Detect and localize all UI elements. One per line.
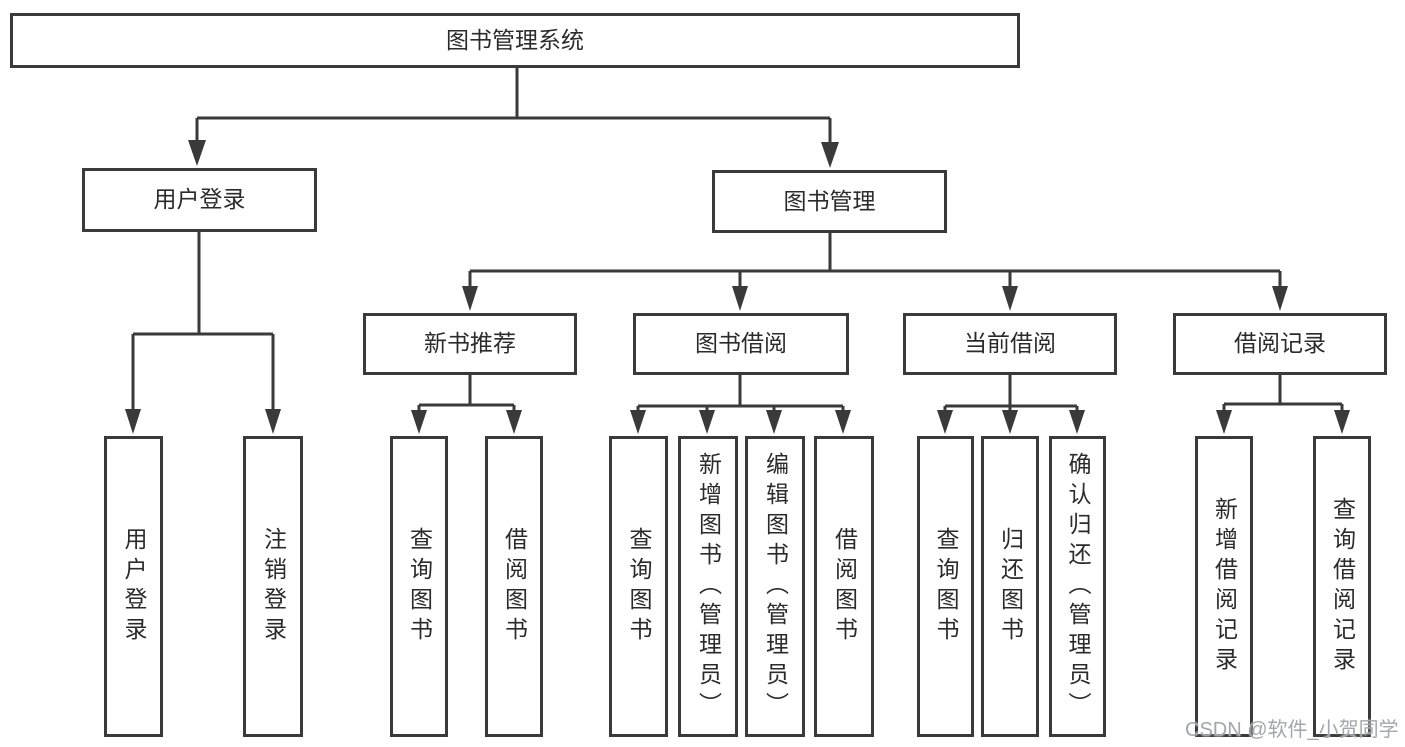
node-bb-borrow: 借阅图书 [814, 436, 874, 737]
branch-borrow-records [1216, 375, 1350, 434]
node-bb-query-label: 查询图书 [626, 526, 652, 647]
node-root: 图书管理系统 [10, 13, 1020, 68]
node-borrow-records-label: 借阅记录 [1234, 330, 1326, 357]
node-cb-query: 查询图书 [917, 436, 974, 737]
node-current-borrow: 当前借阅 [903, 313, 1117, 375]
branch-book-mgmt [462, 233, 1288, 311]
node-user-login-group-label: 用户登录 [153, 186, 246, 213]
node-new-book-rec-label: 新书推荐 [424, 330, 516, 357]
node-bb-borrow-label: 借阅图书 [831, 526, 858, 647]
node-br-query: 查询借阅记录 [1313, 436, 1371, 737]
node-nb-borrow: 借阅图书 [485, 436, 543, 737]
csdn-watermark: CSDN @软件_小贺同学 [1185, 719, 1399, 741]
node-br-add-label: 新增借阅记录 [1211, 496, 1238, 677]
node-nb-query: 查询图书 [390, 436, 448, 737]
node-book-mgmt: 图书管理 [712, 170, 947, 233]
node-nb-borrow-label: 借阅图书 [501, 526, 528, 647]
node-bb-edit: 编辑图书（管理员） [745, 436, 805, 737]
node-book-borrow: 图书借阅 [633, 313, 849, 375]
node-br-query-label: 查询借阅记录 [1329, 496, 1356, 677]
node-book-borrow-label: 图书借阅 [695, 330, 787, 357]
node-borrow-records: 借阅记录 [1173, 313, 1387, 375]
node-nb-query-label: 查询图书 [406, 526, 433, 647]
node-cb-confirm-label: 确认归还（管理员） [1065, 451, 1091, 722]
node-logout-label: 注销登录 [260, 526, 287, 647]
branch-book-borrow [630, 375, 851, 434]
node-cb-query-label: 查询图书 [933, 526, 959, 647]
branch-current-borrow [937, 375, 1085, 434]
node-bb-query: 查询图书 [609, 436, 668, 737]
node-current-borrow-label: 当前借阅 [964, 330, 1056, 357]
branch-root [188, 68, 839, 168]
branch-new-book-rec [411, 375, 522, 434]
node-bb-edit-label: 编辑图书（管理员） [762, 451, 789, 722]
node-user-login-label: 用户登录 [121, 526, 147, 647]
node-bb-add: 新增图书（管理员） [678, 436, 738, 737]
node-user-login: 用户登录 [104, 436, 163, 737]
node-cb-return-label: 归还图书 [997, 526, 1024, 647]
node-user-login-group: 用户登录 [82, 168, 317, 232]
node-new-book-rec: 新书推荐 [363, 313, 577, 375]
node-cb-confirm: 确认归还（管理员） [1049, 436, 1106, 737]
node-cb-return: 归还图书 [981, 436, 1039, 737]
node-br-add: 新增借阅记录 [1195, 436, 1253, 737]
node-root-label: 图书管理系统 [446, 26, 584, 53]
node-logout: 注销登录 [243, 436, 303, 737]
node-bb-add-label: 新增图书（管理员） [695, 451, 722, 722]
branch-user-login [125, 232, 281, 434]
node-book-mgmt-label: 图书管理 [783, 187, 876, 214]
